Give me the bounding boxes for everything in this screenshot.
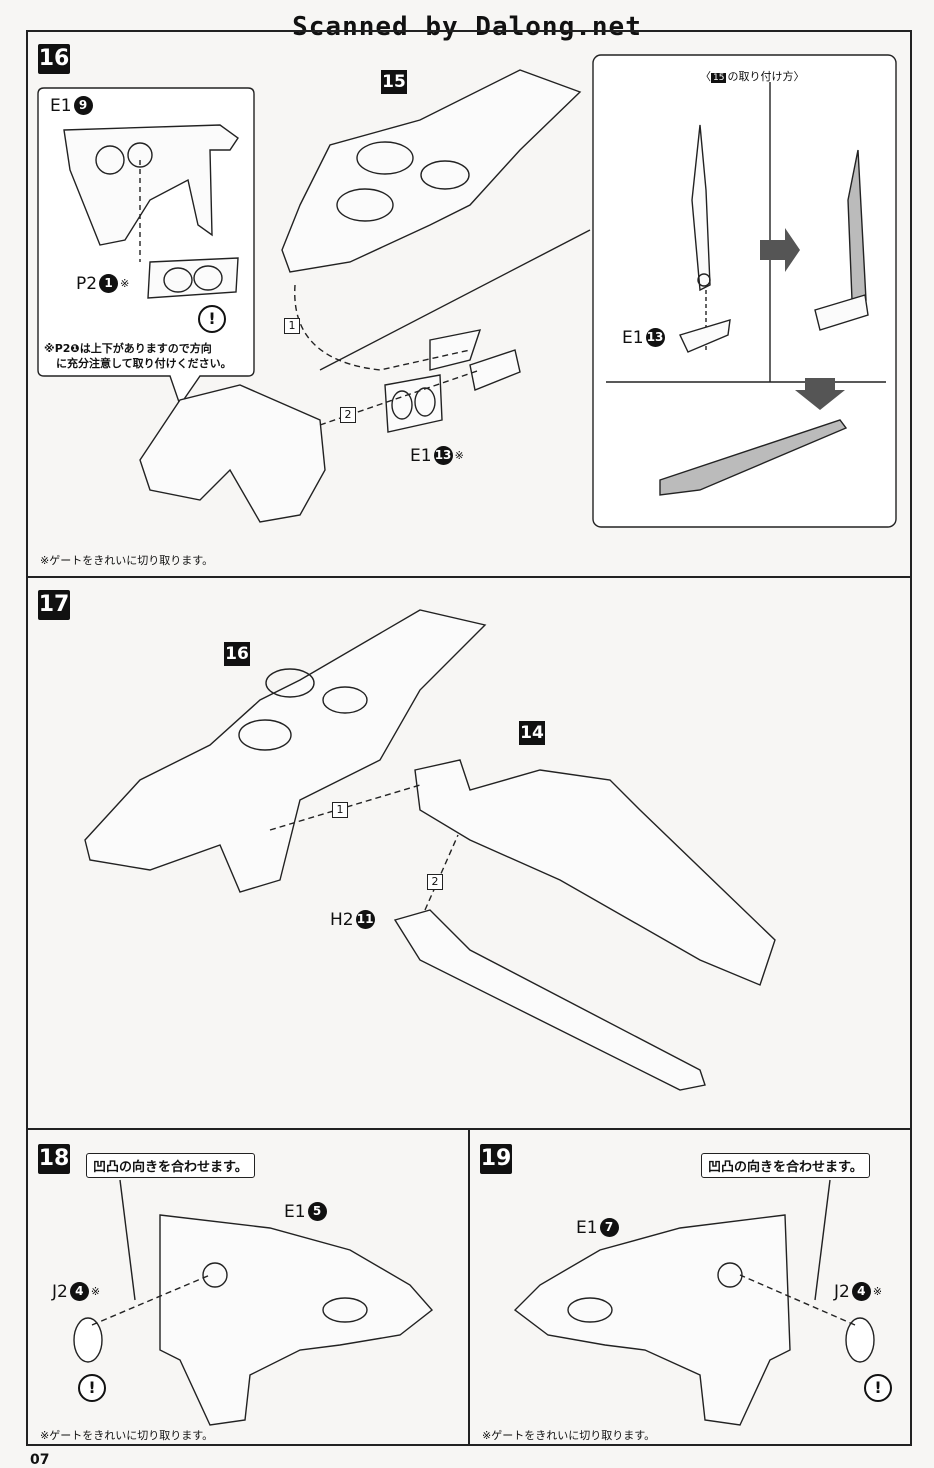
sub-step-2: 2 [427,874,443,890]
part-code: P2 [76,274,98,294]
part-circle: 7 [599,1218,619,1237]
part-circle: 1 [99,274,119,293]
warning-note-line1: ※P2❶は上下がありますので方向 [44,342,212,355]
step-19-number: 19 [480,1144,512,1174]
sub-step-2: 2 [340,407,356,423]
sub-step-1: 1 [332,802,348,818]
part-circle: 4 [851,1282,871,1301]
gate-note-18: ※ゲートをきれいに切り取ります。 [40,1429,214,1442]
part-code: E1 [50,96,72,116]
part-code: J2 [52,1282,68,1302]
part-mark: ※ [120,277,130,290]
caution-icon: ! [198,305,226,333]
watermark: Scanned by Dalong.net [0,12,934,42]
callout-16: 16 [224,642,250,666]
callout-14: 14 [519,721,545,745]
part-circle: 9 [73,96,93,115]
step-17-number: 17 [38,590,70,620]
part-mark: ※ [90,1285,101,1298]
part-circle: 5 [307,1202,327,1221]
part-circle: 4 [69,1282,89,1301]
part-circle: 13 [645,328,665,347]
watermark-text: Scanned by Dalong.net [286,12,648,42]
part-mark: ※ [454,449,464,462]
caution-icon: ! [864,1374,892,1402]
page-number: 07 [30,1452,50,1468]
inset-title-open: 〈 [700,70,711,83]
part-code: J2 [834,1282,850,1302]
part-circle: 13 [433,446,453,465]
gate-note-19: ※ゲートをきれいに切り取ります。 [482,1429,656,1442]
gate-note-16: ※ゲートをきれいに切り取ります。 [40,554,214,567]
part-code: E1 [410,446,432,466]
part-code: E1 [622,328,644,348]
callout-15: 15 [381,70,407,94]
part-code: H2 [330,910,354,930]
inset-title-rest: の取り付け方〉 [727,70,805,83]
step-16-number: 16 [38,44,70,74]
part-code: E1 [576,1218,598,1238]
inset-title-num: 15 [711,73,727,83]
part-code: E1 [284,1202,306,1222]
sub-step-1: 1 [284,318,300,334]
step-18-bubble: 凹凸の向きを合わせます。 [86,1153,255,1178]
step-19-bubble: 凹凸の向きを合わせます。 [701,1153,870,1178]
part-circle: 11 [355,910,375,929]
part-mark: ※ [872,1285,883,1298]
caution-icon: ! [78,1374,106,1402]
warning-note-line2: に充分注意して取り付けください。 [56,357,232,370]
step-18-number: 18 [38,1144,70,1174]
step-19-frame [468,1128,912,1446]
